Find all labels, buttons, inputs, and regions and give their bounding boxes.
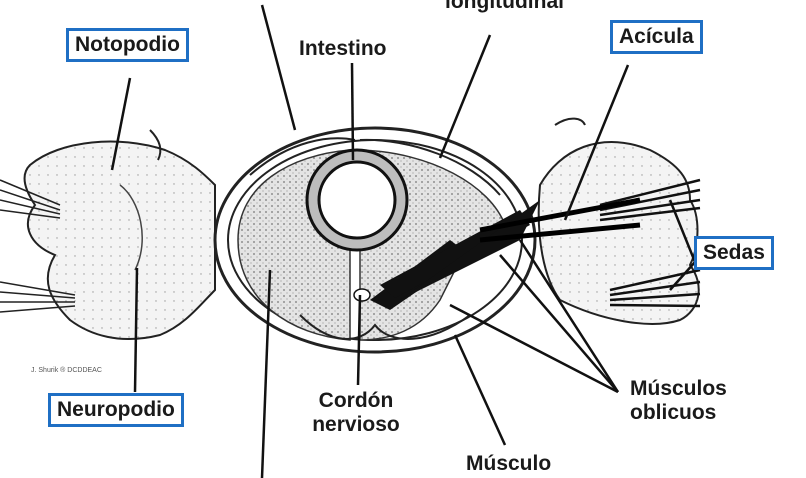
label-longitudinal: longitudinal — [445, 0, 564, 13]
leader-neuropodio — [133, 267, 139, 393]
leader-musculos-oblicuos-2 — [449, 303, 619, 394]
label-neuropodio: Neuropodio — [48, 393, 184, 427]
label-cordon-line1: Cordón — [318, 389, 394, 412]
left-parapodium — [23, 129, 216, 341]
ventral-muscle — [299, 314, 471, 340]
image-credit: J. Shurik ® DCDDEAC — [31, 367, 102, 374]
leader-cordon — [356, 294, 362, 386]
label-musculo: Músculo — [466, 452, 552, 475]
label-cordon-nervioso: Cordón nervioso — [300, 389, 412, 437]
label-intestino: Intestino — [299, 37, 387, 60]
leader-top-membrane — [260, 4, 297, 131]
label-cordon-line2: nervioso — [312, 413, 400, 436]
nerve-cord — [353, 288, 371, 302]
label-musculos-oblicuos-line1: Músculos — [630, 377, 727, 400]
left-setae-bundle-upper — [0, 179, 61, 219]
leader-musculos-oblicuos-3 — [518, 239, 620, 393]
label-musculos-oblicuos-line2: oblicuos — [630, 401, 717, 424]
label-musculos-oblicuos: Músculos oblicuos — [630, 377, 727, 425]
leader-sedas-1 — [668, 199, 697, 263]
leader-notopodio — [110, 77, 132, 171]
leader-sedas-2 — [669, 261, 696, 291]
dorsal-longitudinal-muscle — [249, 137, 501, 196]
leader-intestino — [350, 62, 355, 161]
label-acicula: Acícula — [610, 20, 703, 54]
leader-acicula — [563, 64, 630, 221]
aciculum — [479, 197, 641, 243]
leader-musculo — [453, 334, 507, 446]
leader-bottom-coelom — [260, 269, 272, 478]
label-notopodio: Notopodio — [66, 28, 189, 62]
leader-longitudinal — [438, 34, 492, 159]
intestine — [305, 148, 409, 252]
label-sedas: Sedas — [694, 236, 774, 270]
leader-lines — [110, 4, 697, 478]
left-setae-bundle-lower — [0, 281, 76, 313]
leader-musculos-oblicuos-1 — [499, 254, 619, 393]
